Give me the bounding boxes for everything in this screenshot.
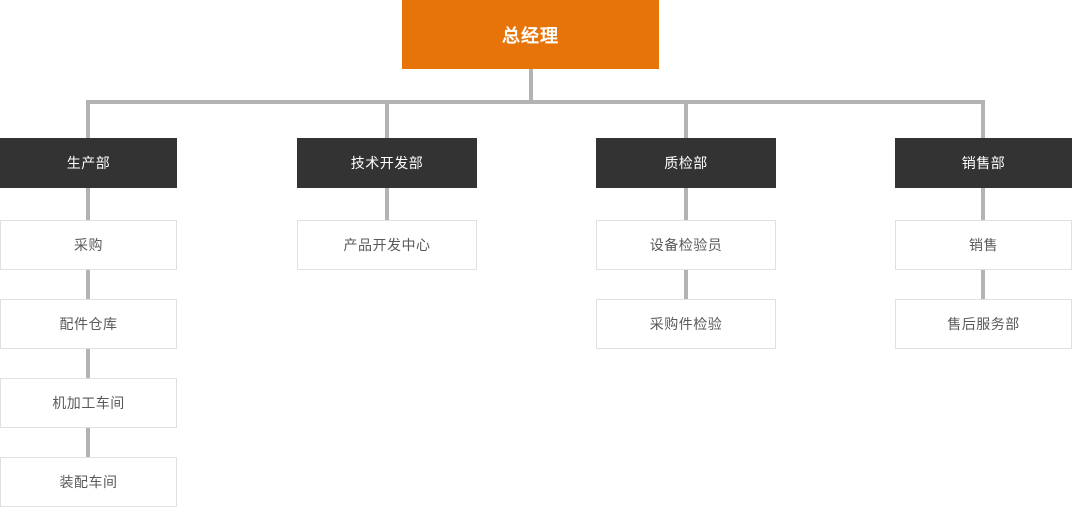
org-node-assembly-workshop: 装配车间 [0, 457, 177, 507]
connector-line [86, 428, 90, 457]
connector-line [684, 270, 688, 299]
connector-line [86, 188, 90, 220]
org-node-machining-workshop: 机加工车间 [0, 378, 177, 428]
org-node-sales-dept: 销售部 [895, 138, 1072, 188]
org-node-purchasing: 采购 [0, 220, 177, 270]
org-node-parts-warehouse: 配件仓库 [0, 299, 177, 349]
org-node-quality-dept: 质检部 [596, 138, 776, 188]
connector-line [385, 188, 389, 220]
connector-line [981, 188, 985, 220]
connector-drop-sales [981, 100, 985, 138]
org-node-sales: 销售 [895, 220, 1072, 270]
connector-drop-production [86, 100, 90, 138]
org-node-after-sales-service: 售后服务部 [895, 299, 1072, 349]
connector-line [684, 188, 688, 220]
org-node-product-dev-center: 产品开发中心 [297, 220, 477, 270]
connector-line [86, 349, 90, 378]
org-node-purchased-parts-inspection: 采购件检验 [596, 299, 776, 349]
org-node-general-manager: 总经理 [402, 0, 659, 69]
connector-line [981, 270, 985, 299]
connector-drop-quality [684, 100, 688, 138]
org-node-production-dept: 生产部 [0, 138, 177, 188]
connector-line [86, 270, 90, 299]
connector-horizontal [86, 100, 985, 104]
org-node-equipment-inspector: 设备检验员 [596, 220, 776, 270]
connector-root-stub [529, 69, 533, 102]
connector-drop-tech [385, 100, 389, 138]
org-node-tech-dev-dept: 技术开发部 [297, 138, 477, 188]
